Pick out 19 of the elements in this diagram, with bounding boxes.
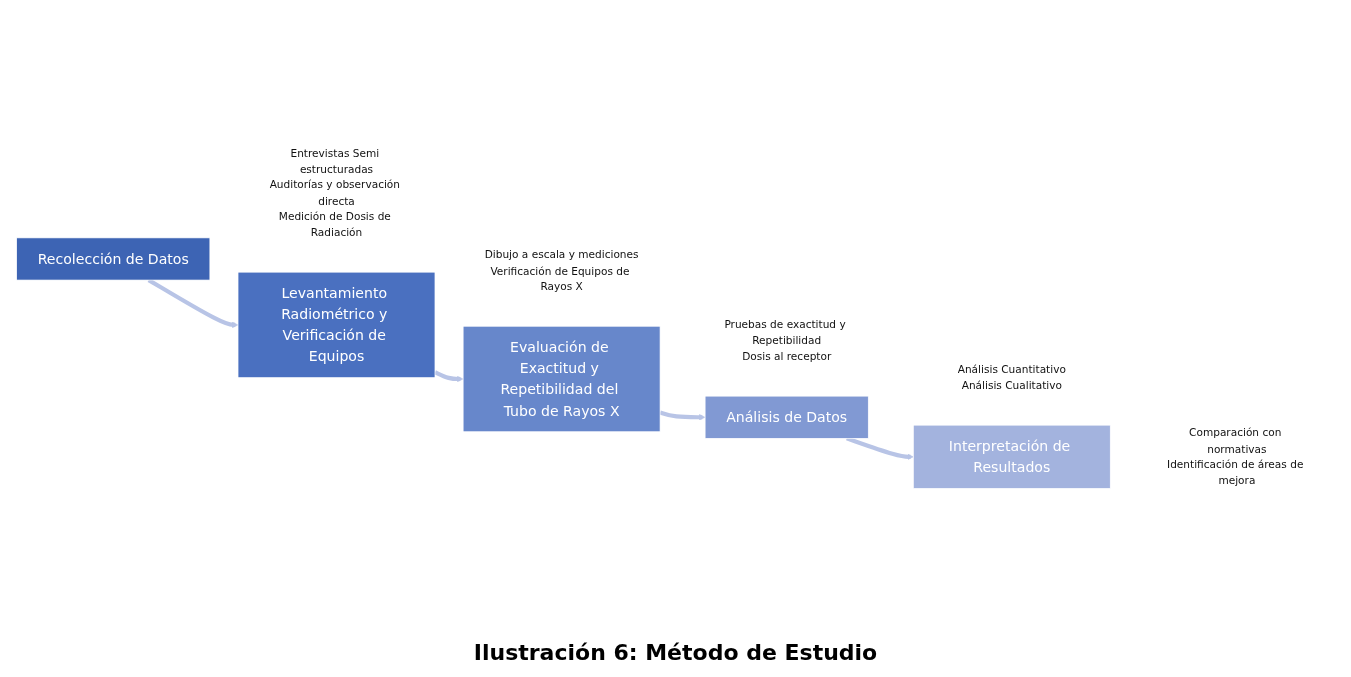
node-box: Levantamiento Radiométrico y Verificación de Equipos [237, 271, 435, 379]
node-label: Medición de Dosis de Radiación [278, 210, 391, 239]
node-label: Dosis al receptor [741, 350, 831, 363]
node-label: Auditorías y observación directa [269, 178, 400, 208]
node-label: Verificación de Equipos de Rayos X [489, 264, 629, 293]
arrow [658, 410, 705, 421]
node-label: Pruebas de exactitud y Repetibilidad [723, 318, 846, 347]
caption: Ilustración 6: Método de Estudio [473, 640, 878, 665]
node-box: Análisis de Datos [704, 395, 869, 439]
node-label: Identificación de áreas de mejora [1166, 458, 1303, 487]
node-box: Interpretación de Resultados [912, 424, 1111, 489]
node-label: Análisis Cualitativo [961, 379, 1062, 392]
node-label: Comparación con normativas [1188, 426, 1281, 456]
node-label: Análisis Cuantitativo [957, 363, 1066, 376]
node-label: Entrevistas Semi estructuradas [290, 146, 379, 176]
node-box: Recolección de Datos [15, 237, 210, 281]
node-box: Evaluación de Exactitud y Repetibilidad del Tubo de Rayos X [462, 325, 660, 433]
node-label: Dibujo a escala y mediciones [484, 248, 639, 262]
arrow [433, 370, 463, 383]
